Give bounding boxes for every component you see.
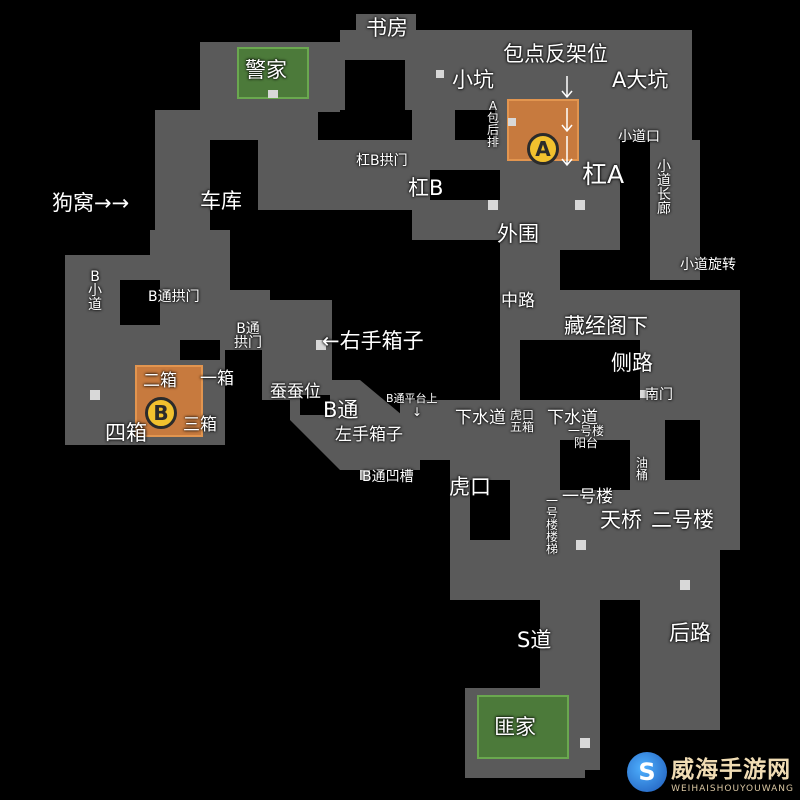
crate-marker [640, 390, 648, 398]
spawn-zones [237, 47, 569, 759]
label-gang-a: 杠A [582, 160, 625, 189]
label-cancanwei: 蚕蚕位 [270, 382, 321, 402]
label-youtong: 油桶 [636, 456, 649, 482]
crate-marker [580, 738, 590, 748]
crate-marker [488, 200, 498, 210]
label-hukou-wuxiang: 虎口五箱 [510, 408, 535, 434]
wall-long [620, 140, 650, 250]
ct-spawn-zone [237, 47, 309, 99]
label-xiaodao-changlang: 小道长廊 [657, 159, 671, 217]
wall-b-1 [120, 280, 160, 325]
label-erxiang: 二箱 [143, 371, 177, 391]
label-pingtai-arrow: ↓ [412, 405, 423, 419]
label-sixiang: 四箱 [105, 421, 147, 445]
floor-garage-mid [290, 140, 420, 210]
wall-a-lower [430, 170, 500, 200]
label-baodian-fanjiawei: 包点反架位 [503, 42, 608, 66]
label-zuoshou-xiangzi: 左手箱子 [335, 425, 403, 445]
t-spawn-zone [477, 695, 569, 759]
label-b-tong-pingtai-shang: B通平台上 [386, 392, 438, 405]
label-feijia: 匪家 [494, 715, 536, 739]
b-site-icon: B [145, 397, 177, 429]
label-jingjia: 警家 [245, 58, 287, 82]
label-yihaolou-louti: 一号楼楼梯 [546, 494, 559, 556]
label-yihaolou: 一号楼 [562, 487, 613, 507]
crate-marker [268, 90, 278, 98]
wall-ramp-inner [300, 395, 330, 415]
wall-mid-2 [520, 340, 640, 400]
a-spot-arrows [561, 76, 573, 167]
label-xiaodaokou: 小道口 [618, 129, 660, 145]
wall-tower-1 [560, 440, 630, 490]
watermark-sub: WEIHAISHOUYOUWANG [671, 784, 794, 794]
label-youshou-xiangzi: ←右手箱子 [322, 329, 424, 353]
crate-marker [576, 540, 586, 550]
label-xiaodao-xuanzhuan: 小道旋转 [680, 257, 736, 273]
wall-tiger [470, 480, 510, 540]
label-xiashuidao-1: 下水道 [455, 408, 506, 428]
label-gang-b: 杠B [408, 176, 444, 200]
label-celu: 侧路 [611, 351, 653, 375]
label-s-dao: S道 [517, 628, 552, 652]
crate-marker [90, 390, 100, 400]
label-b-tong-gongmen-2: B通拱门 [234, 321, 262, 351]
label-cangjingge-xia: 藏经阁下 [564, 314, 648, 338]
label-hukou: 虎口 [449, 475, 491, 499]
label-gang-b-gongmen: 杠B拱门 [356, 153, 408, 169]
label-nanmen: 南门 [645, 387, 673, 403]
label-a-dakeng: A大坑 [612, 68, 669, 92]
label-houlu: 后路 [669, 621, 711, 645]
wall-b-2 [180, 340, 220, 360]
label-xiashuidao-2: 下水道 [547, 408, 598, 428]
wall-south [600, 600, 640, 690]
floor-bookroom-top [356, 14, 416, 54]
label-yixiang: 一箱 [200, 369, 234, 389]
floor-a-long [650, 140, 700, 280]
label-zhonglu: 中路 [501, 291, 535, 311]
crate-marker [508, 118, 516, 126]
label-cheku: 车库 [200, 189, 242, 213]
crate-marker [575, 200, 585, 210]
crate-marker [436, 70, 444, 78]
label-b-tong-aocao: B通凹槽 [362, 469, 414, 485]
site-logo-icon: S [627, 752, 668, 792]
label-xiaokeng: 小坑 [452, 68, 494, 92]
crate-marker [360, 470, 370, 480]
label-gouwo: 狗窝→→ [52, 191, 130, 215]
label-tianqiao: 天桥 [600, 508, 642, 532]
watermark: S 威海手游网 WEIHAISHOUYOUWANG [627, 750, 794, 794]
crate-marker [316, 340, 326, 350]
watermark-name: 威海手游网 [671, 757, 792, 783]
label-b-tong: B通 [323, 398, 359, 422]
label-b-tong-gongmen: B通拱门 [148, 289, 200, 305]
crate-markers [90, 70, 690, 748]
label-erhaolou: 二号楼 [651, 508, 714, 532]
label-waiwei: 外围 [497, 222, 539, 246]
crate-marker [680, 580, 690, 590]
wall-bookroom [345, 60, 405, 140]
wall-mid-1 [560, 250, 620, 290]
wall-garage [220, 140, 256, 220]
a-site-icon: A [527, 133, 559, 165]
wall-a-center [455, 110, 495, 140]
inner-walls [120, 60, 700, 690]
label-sanxiang: 三箱 [183, 415, 217, 435]
wall-tower-2 [665, 420, 700, 480]
label-yihaolou-yangtai: 一号楼阳台 [568, 424, 605, 450]
label-shufang: 书房 [366, 16, 408, 40]
